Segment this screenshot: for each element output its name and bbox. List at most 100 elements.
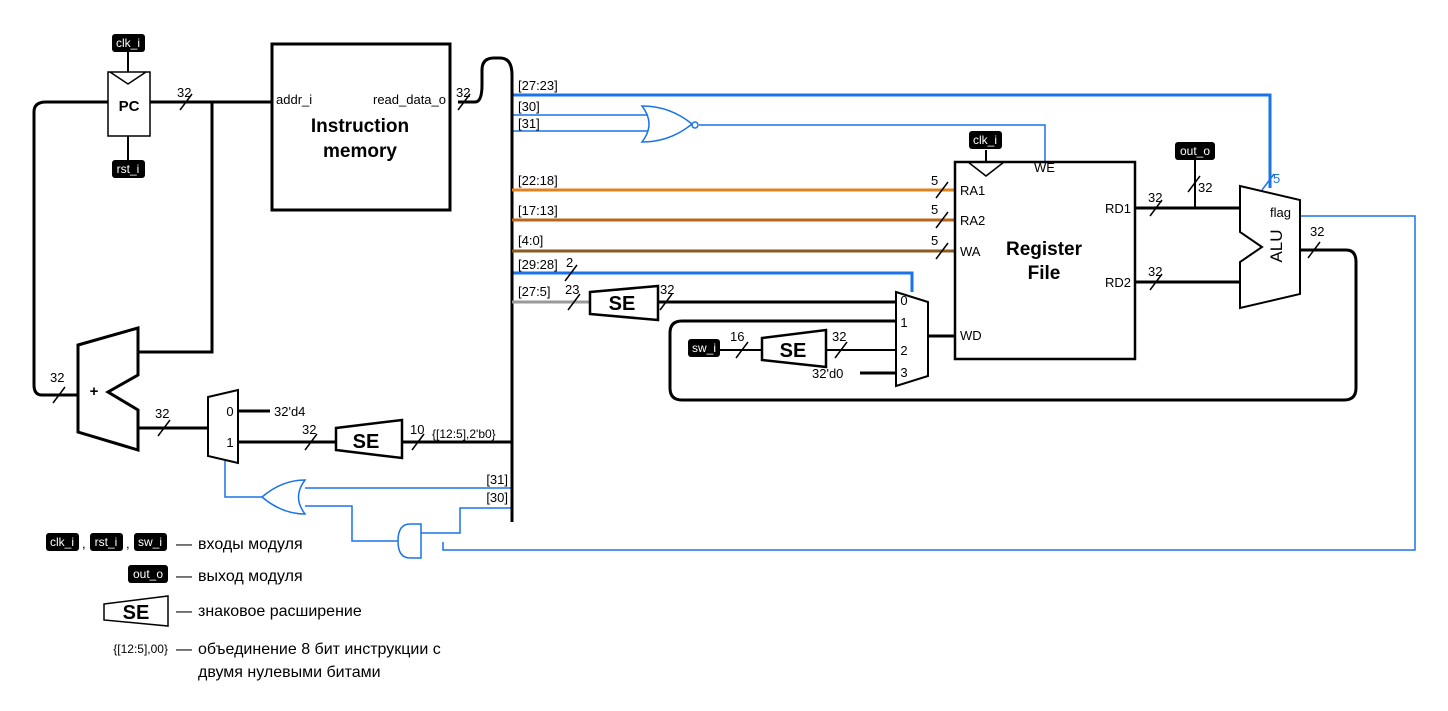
rf-title-1: Register xyxy=(1006,239,1083,260)
or-gate xyxy=(260,479,307,515)
blue-control-wires xyxy=(224,93,1416,551)
pc-register: PC xyxy=(107,71,151,137)
field-31-top: [31] xyxy=(518,116,540,131)
wd-mux-in2: 2 xyxy=(900,343,907,358)
se-branch: SE xyxy=(334,418,404,460)
const-d4: 32'd4 xyxy=(274,404,305,419)
legend-concat-sample: {[12:5],00} xyxy=(113,642,168,656)
alu: ALU flag xyxy=(1239,184,1301,310)
rf-rd1-port: RD1 xyxy=(1105,201,1131,216)
legend-se: знаковое расширение xyxy=(198,603,362,620)
svg-text:32: 32 xyxy=(456,85,470,100)
svg-text:32: 32 xyxy=(1198,180,1212,195)
svg-text:32: 32 xyxy=(1148,264,1162,279)
svg-text:5: 5 xyxy=(931,173,938,188)
legend: clk_i , rst_i , sw_i — входы модуля out_… xyxy=(46,533,441,681)
svg-text:rst_i: rst_i xyxy=(117,162,140,176)
field-4-0: [4:0] xyxy=(518,233,543,248)
width-slashes xyxy=(52,93,1321,451)
field-30-top: [30] xyxy=(518,99,540,114)
svg-text:sw_i: sw_i xyxy=(692,341,716,355)
legend-inputs: входы модуля xyxy=(198,536,303,553)
svg-text:32: 32 xyxy=(1310,224,1324,239)
pin-clk-rf: clk_i xyxy=(969,131,1002,149)
rf-ra2-port: RA2 xyxy=(960,213,985,228)
field-concat: {[12:5],2'b0} xyxy=(432,427,496,441)
alu-op-slash xyxy=(1261,173,1275,191)
field-29-28: [29:28] xyxy=(518,257,558,272)
field-30-bottom: [30] xyxy=(486,490,508,505)
svg-text:out_o: out_o xyxy=(133,567,163,581)
svg-text:2: 2 xyxy=(566,255,573,270)
and-gate xyxy=(397,523,422,559)
rf-ra1-port: RA1 xyxy=(960,183,985,198)
legend-output: выход модуля xyxy=(198,568,303,585)
svg-text:sw_i: sw_i xyxy=(138,535,162,549)
svg-text:out_o: out_o xyxy=(1180,144,1210,158)
se-imm-label: SE xyxy=(609,293,636,315)
rf-we-port: WE xyxy=(1034,160,1055,175)
svg-text:32: 32 xyxy=(302,422,316,437)
svg-text:clk_i: clk_i xyxy=(50,535,74,549)
field-labels: [27:23] [30] [31] [22:18] [17:13] [4:0] … xyxy=(432,78,558,505)
se-branch-label: SE xyxy=(353,431,380,453)
alu-flag-port: flag xyxy=(1270,205,1291,220)
svg-text:—: — xyxy=(176,641,192,658)
imem-title-1: Instruction xyxy=(311,116,409,137)
imem-title-2: memory xyxy=(323,141,397,162)
svg-text:—: — xyxy=(176,603,192,620)
field-27-23: [27:23] xyxy=(518,78,558,93)
svg-text:5: 5 xyxy=(931,233,938,248)
se-sw-label: SE xyxy=(780,340,807,362)
svg-text:32: 32 xyxy=(660,282,674,297)
pin-sw: sw_i xyxy=(688,339,720,357)
pin-clk-pc: clk_i xyxy=(112,34,145,52)
instruction-memory: addr_i read_data_o Instruction memory xyxy=(270,42,452,212)
svg-text:—: — xyxy=(176,536,192,553)
constants: 32'd4 32'd0 xyxy=(274,366,843,419)
svg-text:—: — xyxy=(176,568,192,585)
pin-out: out_o xyxy=(1175,142,1215,160)
wd-mux-in3: 3 xyxy=(900,365,907,380)
svg-text:5: 5 xyxy=(931,202,938,217)
pc-mux-in1: 1 xyxy=(226,435,233,450)
svg-text:rst_i: rst_i xyxy=(95,535,118,549)
pc-adder: + xyxy=(76,326,140,453)
svg-text:10: 10 xyxy=(410,422,424,437)
svg-text:,: , xyxy=(126,536,130,551)
black-wires xyxy=(32,52,1358,522)
svg-text:32: 32 xyxy=(155,406,169,421)
wd-mux: 0 1 2 3 xyxy=(895,290,929,388)
legend-concat-1: объединение 8 бит инструкции с xyxy=(198,641,441,658)
adder-label: + xyxy=(90,383,99,400)
pc-mux-in0: 0 xyxy=(226,404,233,419)
svg-text:,: , xyxy=(82,536,86,551)
svg-text:23: 23 xyxy=(565,282,579,297)
svg-text:32: 32 xyxy=(177,85,191,100)
svg-text:32: 32 xyxy=(1148,190,1162,205)
se-sw: SE xyxy=(760,328,828,369)
imem-read-port: read_data_o xyxy=(373,92,446,107)
svg-text:32: 32 xyxy=(832,329,846,344)
const-d0: 32'd0 xyxy=(812,366,843,381)
nor-gate xyxy=(640,105,699,143)
field-17-13: [17:13] xyxy=(518,203,558,218)
svg-text:clk_i: clk_i xyxy=(116,36,140,50)
field-22-18: [22:18] xyxy=(518,173,558,188)
width-labels: 32 32 32 32 32 10 23 2 32 16 32 5 5 5 32… xyxy=(50,85,1324,437)
rf-wa-port: WA xyxy=(960,244,981,259)
register-file: RA1 RA2 WA WD WE RD1 RD2 Register File xyxy=(953,160,1137,361)
svg-text:clk_i: clk_i xyxy=(973,133,997,147)
field-31-bottom: [31] xyxy=(486,472,508,487)
rf-title-2: File xyxy=(1028,263,1061,284)
wd-mux-in1: 1 xyxy=(900,315,907,330)
wd-mux-in0: 0 xyxy=(900,293,907,308)
svg-text:5: 5 xyxy=(1273,171,1280,186)
svg-text:32: 32 xyxy=(50,370,64,385)
rf-wd-port: WD xyxy=(960,328,982,343)
svg-text:SE: SE xyxy=(123,602,150,624)
pc-mux: 0 1 xyxy=(207,388,239,465)
field-27-5: [27:5] xyxy=(518,284,551,299)
rf-rd2-port: RD2 xyxy=(1105,275,1131,290)
